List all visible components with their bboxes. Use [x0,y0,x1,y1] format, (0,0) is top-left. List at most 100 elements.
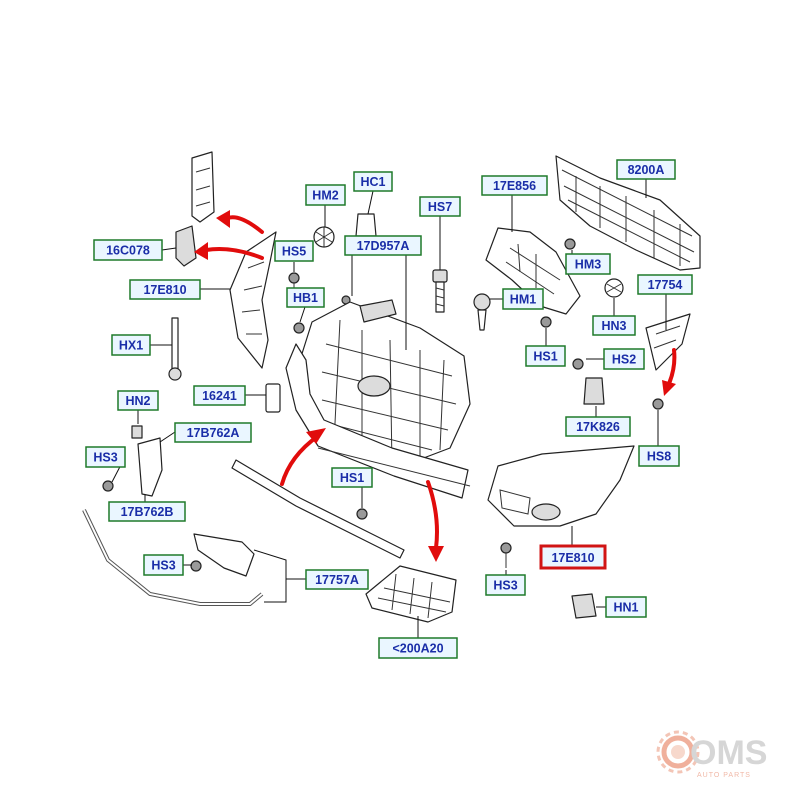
label-17d957a[interactable]: 17D957A [344,235,422,256]
clip-16241-part [265,383,281,413]
brand-name: OMS [690,734,767,772]
svg-text:HB1: HB1 [293,291,318,305]
svg-text:17D957A: 17D957A [357,239,410,253]
arrow-grille [280,434,320,486]
svg-text:HM3: HM3 [575,258,601,272]
arrow-lower-grille [426,480,439,550]
svg-text:17E810: 17E810 [143,283,186,297]
screw-hs5-part [288,272,300,296]
screw-hs1-top-part [540,316,552,328]
bracket-17b762-part [137,437,163,497]
svg-text:16C078: 16C078 [106,244,150,258]
svg-text:HX1: HX1 [119,339,143,353]
label-hs1-mid[interactable]: HS1 [331,467,373,488]
left-lamp-housing-part [229,231,277,369]
label-hm3[interactable]: HM3 [565,253,611,275]
svg-text:HN1: HN1 [613,601,638,615]
svg-text:8200A: 8200A [628,163,665,177]
screw-hm3-part [564,238,576,250]
label-hs5[interactable]: HS5 [274,240,314,262]
label-hn1[interactable]: HN1 [605,596,647,618]
wiring-strip-17757a-part [82,509,264,606]
svg-text:HS3: HS3 [93,451,117,465]
clip-hn1-part [571,593,597,619]
svg-text:HM1: HM1 [510,293,536,307]
screw-hb1-part [293,322,305,334]
label-hb1[interactable]: HB1 [286,287,325,308]
svg-text:HS5: HS5 [282,245,306,259]
label-hn3[interactable]: HN3 [592,315,636,336]
svg-text:17754: 17754 [648,278,683,292]
clip-16c078-part [175,225,197,267]
svg-text:16241: 16241 [202,389,237,403]
svg-text:17B762B: 17B762B [121,505,174,519]
svg-text:HS7: HS7 [428,200,452,214]
label-17e856[interactable]: 17E856 [481,175,548,196]
clip-hc1-part [355,213,377,237]
nut-hn2-part [131,425,143,439]
screw-hs3-mid-part [190,560,202,572]
callout-labels: HM2 HC1 HS7 17E856 8200A 16C078 HS5 17D [85,159,693,659]
arrow-left [204,247,264,260]
lower-grille-200a20-part [365,565,457,623]
assembly-arrows [194,210,677,562]
label-hs2[interactable]: HS2 [603,348,645,370]
bumper-corner-17e810-part [487,445,635,527]
label-hs3-left[interactable]: HS3 [85,446,126,468]
label-hs7[interactable]: HS7 [419,196,461,217]
label-hs1-top[interactable]: HS1 [525,345,566,367]
label-hn2[interactable]: HN2 [117,390,159,411]
rosette-clip-hm2-part [313,226,335,248]
label-17b762b[interactable]: 17B762B [108,501,186,522]
svg-text:HS3: HS3 [493,579,517,593]
label-8200a[interactable]: 8200A [616,159,676,180]
upper-left-bracket-part [191,151,215,223]
label-hs3-right[interactable]: HS3 [485,574,526,596]
upper-grille-mesh-8200a-part [555,155,701,271]
label-17b762a[interactable]: 17B762A [174,422,252,443]
mount-bracket-part [193,533,255,577]
svg-text:HS1: HS1 [340,471,364,485]
svg-text:17757A: 17757A [315,573,359,587]
screw-hs1-mid-part [356,508,368,520]
push-clip-hm1-part [473,293,491,331]
bracket-17e856-part [485,227,581,315]
bracket-17754-part [645,313,691,371]
label-hm2[interactable]: HM2 [305,184,346,206]
brand-watermark: OMS AUTO PARTS [656,730,767,779]
label-17e810-left[interactable]: 17E810 [129,279,201,300]
screw-hs2-part [572,358,584,370]
brand-tagline: AUTO PARTS [697,772,751,779]
svg-text:HS3: HS3 [151,559,175,573]
svg-text:17K826: 17K826 [576,420,620,434]
label-17757a[interactable]: 17757A [305,569,369,590]
label-16c078[interactable]: 16C078 [93,239,163,261]
screw-hs3-right-part [500,542,512,568]
label-200a20[interactable]: <200A20 [378,637,458,659]
label-hs8[interactable]: HS8 [638,445,680,467]
label-hm1[interactable]: HM1 [502,288,544,310]
lower-bumper-lip-part [285,343,471,499]
label-17e810-right-highlighted[interactable]: 17E810 [539,544,607,570]
svg-text:17E810: 17E810 [551,551,594,565]
label-hc1[interactable]: HC1 [353,171,393,192]
label-hs3-mid[interactable]: HS3 [143,554,184,576]
label-hx1[interactable]: HX1 [111,334,151,356]
rosette-clip-hn3-part [604,278,624,298]
svg-text:HN2: HN2 [125,394,150,408]
gear-logo-icon [656,730,700,774]
arrow-upper-left [226,215,264,234]
pin-hx1-part [168,317,182,381]
screw-hs8-part [652,398,664,410]
screw-hs3-left-part [102,480,114,492]
label-16241[interactable]: 16241 [193,385,246,406]
svg-text:HC1: HC1 [360,175,385,189]
svg-text:17B762A: 17B762A [187,426,240,440]
svg-text:HM2: HM2 [312,189,338,203]
label-17754[interactable]: 17754 [637,274,693,295]
label-17k826[interactable]: 17K826 [565,416,631,437]
bracket-17d957a-part [359,299,397,323]
svg-text:HN3: HN3 [601,319,626,333]
